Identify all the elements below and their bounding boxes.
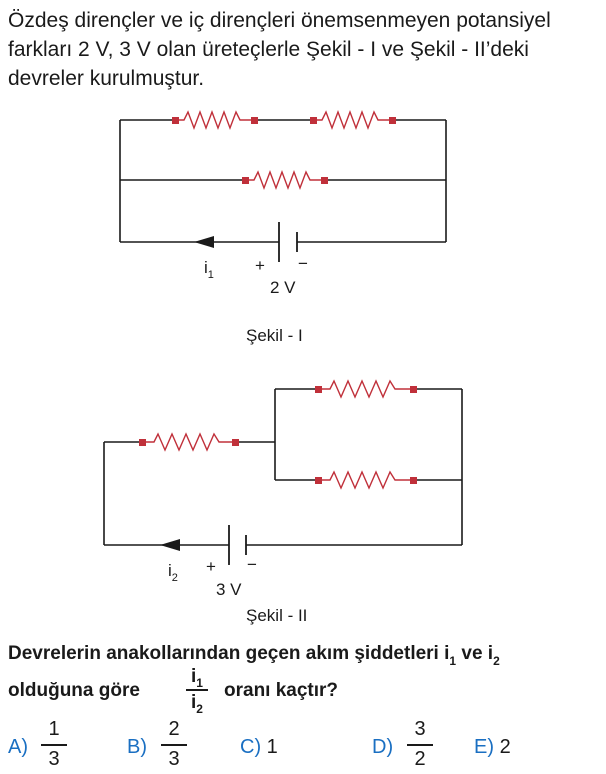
current-subscript-2: 2 [171, 572, 178, 584]
resistor-2b [315, 379, 417, 399]
option-a-bar [41, 744, 67, 746]
option-c-letter: C) [240, 736, 262, 758]
ratio-num-symbol: i [191, 666, 197, 687]
plus-sign-1: + [255, 256, 265, 275]
question-line-2-post: oranı kaçtır? [224, 680, 339, 701]
ratio-bar [186, 689, 208, 691]
option-b-numerator: 2 [168, 718, 180, 740]
resistor-1c [242, 170, 328, 190]
current-arrow-1 [194, 236, 214, 248]
resistor-1b [310, 110, 396, 130]
current-symbol-2: i [168, 561, 172, 580]
option-b-bar [161, 744, 187, 746]
battery-1 [278, 222, 298, 262]
current-label-1: i1 [204, 258, 214, 281]
resistor-2a [139, 432, 239, 452]
option-d[interactable]: D) [372, 736, 393, 759]
option-a-denominator: 3 [48, 748, 60, 770]
circuit-figure-1 [119, 110, 447, 262]
option-b[interactable]: B) [127, 736, 147, 759]
intro-line-1: Özdeş dirençler ve iç dirençleri önemsen… [8, 9, 551, 32]
current-arrow-2 [160, 539, 180, 551]
option-d-bar [407, 744, 433, 746]
question-sub-2: 2 [493, 654, 500, 668]
option-a-numerator: 1 [48, 718, 60, 740]
caption-figure-1: Şekil - I [246, 326, 303, 345]
circuit-figure-2 [103, 379, 463, 565]
option-d-denominator: 2 [414, 748, 426, 770]
option-b-fraction: 2 3 [161, 718, 187, 771]
question-mid: ve i [456, 643, 494, 664]
minus-sign-2: − [247, 555, 257, 574]
ratio-den-sub: 2 [196, 702, 203, 716]
voltage-label-1: 2 V [270, 278, 296, 297]
current-subscript-1: 1 [207, 269, 214, 281]
option-d-numerator: 3 [414, 718, 426, 740]
option-d-fraction: 3 2 [407, 718, 433, 771]
option-e-value: 2 [499, 736, 511, 758]
question-line-1: Devrelerin anakollarından geçen akım şid… [8, 643, 500, 668]
current-symbol-1: i [204, 258, 208, 277]
option-a-letter: A) [8, 736, 28, 758]
voltage-label-2: 3 V [216, 580, 242, 599]
option-e[interactable]: E) 2 [474, 736, 511, 759]
current-label-2: i2 [168, 561, 178, 584]
question-sub-1: 1 [449, 654, 457, 668]
ratio-denominator: i2 [191, 692, 203, 716]
question-line-2-pre: olduğuna göre [8, 680, 140, 701]
option-e-letter: E) [474, 736, 494, 758]
resistor-2c [315, 470, 417, 490]
option-a-fraction: 1 3 [41, 718, 67, 771]
option-c-value: 1 [266, 736, 278, 758]
ratio-num-sub: 1 [196, 676, 203, 690]
resistor-1a [172, 110, 258, 130]
option-d-letter: D) [372, 736, 394, 758]
ratio-den-symbol: i [191, 692, 197, 713]
intro-text: Özdeş dirençler ve iç dirençleri önemsen… [8, 6, 604, 93]
option-b-denominator: 3 [168, 748, 180, 770]
option-a[interactable]: A) [8, 736, 28, 759]
battery-2 [228, 525, 247, 565]
option-c[interactable]: C) 1 [240, 736, 278, 759]
question-ratio: i1 i2 [186, 666, 208, 716]
intro-line-2: farkları 2 V, 3 V olan üreteçlerle Şekil… [8, 38, 529, 61]
option-b-letter: B) [127, 736, 147, 758]
question-text-1: Devrelerin anakollarından geçen akım şid… [8, 643, 450, 664]
intro-line-3: devreler kurulmuştur. [8, 67, 205, 90]
caption-figure-2: Şekil - II [246, 606, 308, 625]
minus-sign-1: − [298, 254, 308, 273]
ratio-numerator: i1 [191, 666, 203, 690]
plus-sign-2: + [206, 557, 216, 576]
